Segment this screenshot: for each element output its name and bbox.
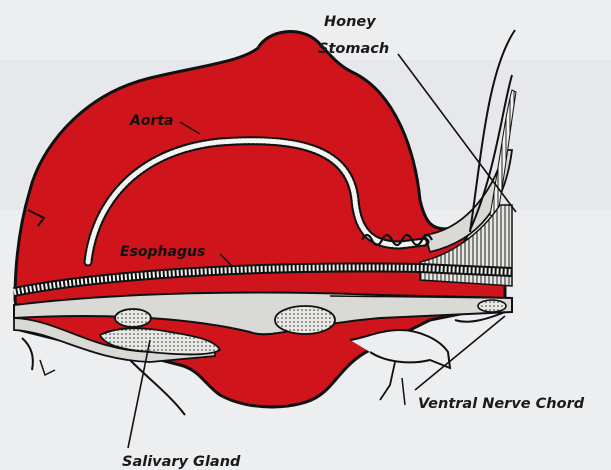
- label-honey-stomach-line2: Stomach: [318, 41, 389, 57]
- label-honey-stomach-line1: Honey: [324, 14, 376, 30]
- label-aorta: Aorta: [129, 113, 174, 129]
- nerve-ganglion-1: [115, 309, 151, 327]
- nerve-ganglion-2: [275, 306, 335, 334]
- label-ventral-nerve-chord: Ventral Nerve Chord: [418, 396, 585, 412]
- nerve-ganglion-3: [478, 300, 506, 312]
- label-esophagus: Esophagus: [120, 244, 205, 260]
- label-salivary-gland: Salivary Gland: [122, 454, 241, 470]
